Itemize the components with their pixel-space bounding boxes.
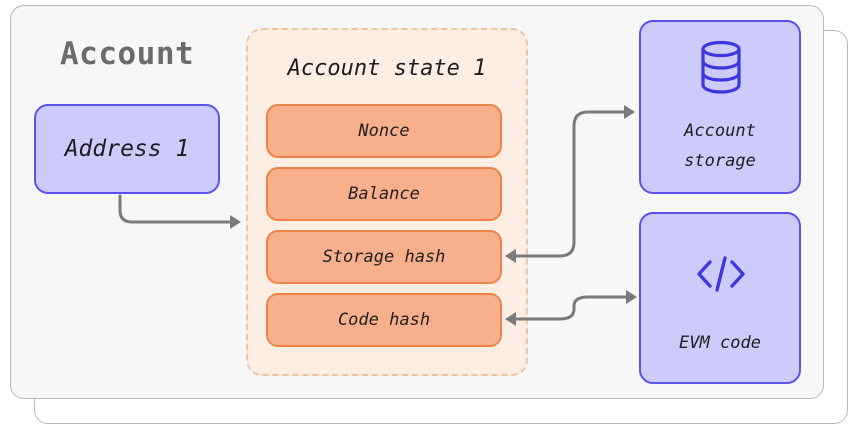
storage-hash-label: Storage hash — [322, 247, 446, 267]
address-to-state-arrow — [118, 194, 234, 224]
arrowhead-state — [230, 215, 241, 229]
storage-hash-to-storage-arrow — [514, 110, 628, 258]
address-label: Address 1 — [64, 136, 190, 162]
nonce-field: Nonce — [266, 104, 502, 158]
arrowhead-code-hash — [505, 312, 516, 326]
code-hash-to-evm-arrow — [514, 295, 628, 321]
account-storage-box: Account storage — [639, 20, 801, 194]
code-icon — [697, 256, 745, 292]
evm-code-label: EVM code — [679, 333, 761, 353]
arrowhead-evm — [626, 290, 637, 304]
account-storage-line2: storage — [684, 151, 756, 171]
code-hash-field: Code hash — [266, 293, 502, 347]
evm-code-box: EVM code — [639, 212, 801, 384]
balance-field: Balance — [266, 167, 502, 221]
address-box: Address 1 — [34, 104, 220, 194]
arrowhead-storage-hash — [505, 249, 516, 263]
code-hash-label: Code hash — [337, 310, 431, 330]
nonce-label: Nonce — [358, 121, 410, 141]
account-title: Account — [60, 36, 195, 72]
database-icon — [701, 40, 741, 94]
arrowhead-storage — [624, 105, 635, 119]
account-storage-line1: Account — [684, 121, 756, 141]
balance-label: Balance — [348, 184, 420, 204]
storage-hash-field: Storage hash — [266, 230, 502, 284]
account-state-title: Account state 1 — [287, 56, 487, 81]
